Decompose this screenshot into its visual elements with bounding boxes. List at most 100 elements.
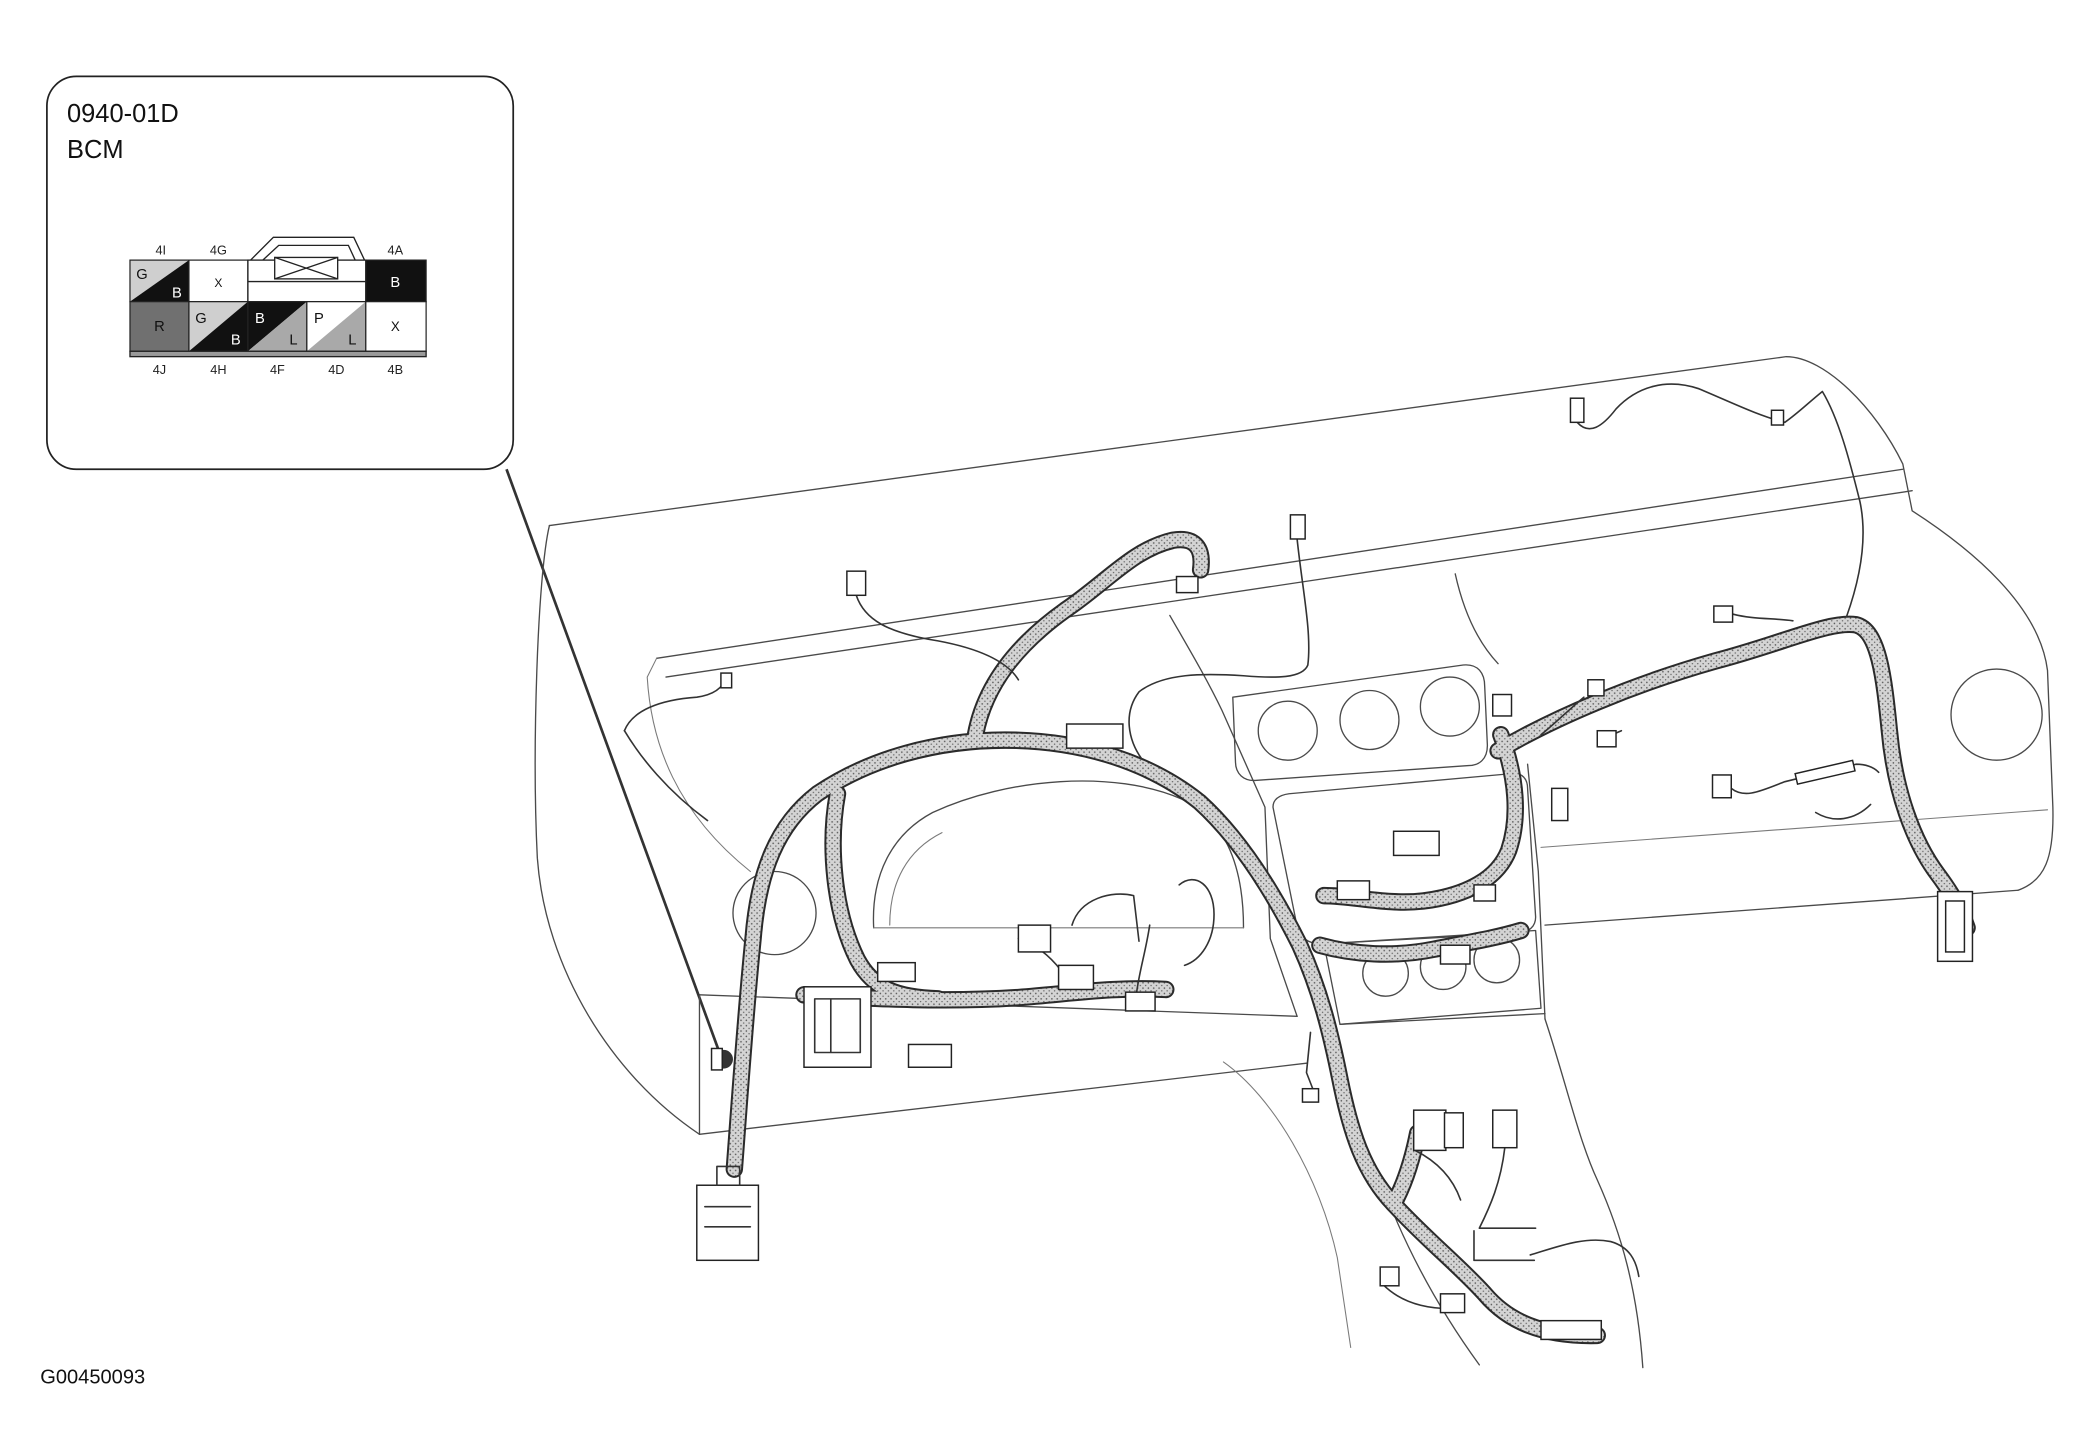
harness-upper-loop bbox=[976, 540, 1202, 735]
connector-detail bbox=[704, 1165, 752, 1228]
wire-color-label: L bbox=[289, 333, 297, 349]
cavity-fill bbox=[365, 260, 427, 302]
figure-id: G00450093 bbox=[40, 1367, 145, 1389]
harness-connector bbox=[720, 672, 733, 689]
dash-defroster-edge-lower bbox=[665, 490, 1913, 678]
connector-detail bbox=[813, 998, 862, 1054]
pin-label-4J: 4J bbox=[153, 362, 166, 377]
harness-center-stack bbox=[1324, 735, 1515, 902]
center-vent-right bbox=[1419, 676, 1481, 737]
center-stack-right-lower bbox=[1526, 763, 1546, 1020]
component-name: BCM bbox=[67, 136, 124, 164]
wire-color-label: X bbox=[391, 319, 400, 334]
harness-connector bbox=[1540, 1319, 1603, 1341]
pigtail-wire bbox=[1478, 1146, 1537, 1229]
pigtail-wire bbox=[855, 594, 1020, 681]
pigtail-wire bbox=[1135, 924, 1151, 996]
pin-label-4F: 4F bbox=[270, 362, 285, 377]
wire-color-label: G bbox=[195, 311, 206, 327]
dash-top-rear-edge bbox=[548, 355, 2054, 891]
harness-connector bbox=[1713, 605, 1734, 623]
cavity-4F: B L bbox=[247, 301, 308, 352]
cavity-4I: G B bbox=[129, 259, 190, 303]
harness-connector bbox=[1057, 964, 1095, 991]
harness-connectors bbox=[696, 397, 1974, 1341]
harness-connector bbox=[696, 1184, 760, 1262]
wire-color-label: X bbox=[214, 276, 222, 290]
connector-base-strip bbox=[129, 350, 427, 358]
wire-color-label: G bbox=[136, 267, 147, 283]
harness-connector bbox=[1550, 787, 1569, 822]
pigtail-wire bbox=[1814, 803, 1872, 820]
cavity-4A: B bbox=[365, 259, 427, 303]
connector-callout: 0940-01D BCM 4I 4G 4A G B X bbox=[46, 75, 515, 471]
pigtail-wire bbox=[1473, 1230, 1536, 1262]
harness-connector bbox=[846, 570, 867, 597]
harness-connector bbox=[1175, 575, 1199, 594]
harness-pigtails bbox=[623, 383, 1880, 1310]
harness-connector bbox=[1379, 1266, 1400, 1287]
wire-stripe-tracer bbox=[306, 301, 366, 352]
wire-color-label: B bbox=[255, 311, 265, 327]
harness-body bbox=[734, 540, 1967, 1336]
wire-stripe-primary bbox=[129, 260, 189, 302]
pin-label-4A: 4A bbox=[388, 243, 404, 258]
cavity-4D: P L bbox=[306, 301, 367, 352]
harness-connector bbox=[1439, 1293, 1466, 1314]
radio-opening bbox=[1272, 772, 1537, 945]
pigtail-wire bbox=[1529, 1239, 1640, 1278]
wire-color-label: R bbox=[154, 319, 165, 335]
pin-label-4H: 4H bbox=[210, 362, 226, 377]
wire-color-label: B bbox=[231, 333, 241, 349]
right-side-vent bbox=[1950, 668, 2043, 761]
pigtail-wire bbox=[1540, 696, 1585, 736]
dash-left-inner-edge bbox=[646, 657, 751, 873]
harness-connector bbox=[1492, 693, 1513, 717]
harness-connector bbox=[1392, 830, 1440, 857]
harness-passenger-branch bbox=[1498, 624, 1967, 927]
glovebox-top-edge bbox=[1540, 809, 2049, 848]
wire-color-label: P bbox=[314, 311, 324, 327]
harness-connector bbox=[1124, 991, 1156, 1012]
harness-connector bbox=[1412, 1109, 1447, 1152]
harness-connector bbox=[1944, 900, 1966, 953]
dash-left-end bbox=[534, 524, 701, 1135]
harness-connector bbox=[1711, 774, 1733, 799]
harness-connector bbox=[876, 961, 916, 983]
dash-driver-face-bottom bbox=[698, 1062, 1308, 1135]
instrument-cluster-inner bbox=[889, 832, 943, 926]
harness-connector bbox=[1289, 514, 1306, 540]
pin-label-4D: 4D bbox=[328, 362, 344, 377]
center-vent-panel bbox=[1232, 664, 1489, 782]
harness-connector bbox=[1596, 729, 1617, 748]
harness-outline bbox=[734, 540, 1967, 1336]
inline-sleeve bbox=[1794, 759, 1856, 786]
pin-label-4I: 4I bbox=[155, 243, 166, 258]
harness-connector bbox=[1473, 884, 1497, 902]
cavity-4B: X bbox=[365, 301, 427, 352]
pigtail-wire bbox=[623, 676, 728, 732]
pin-label-4G: 4G bbox=[210, 243, 227, 258]
harness-connector bbox=[1443, 1112, 1465, 1149]
pigtail-wire bbox=[1414, 1149, 1462, 1201]
harness-connector bbox=[1492, 1109, 1518, 1149]
pigtail-wire bbox=[623, 729, 709, 822]
connector-center-key bbox=[247, 256, 367, 303]
cavity-fill bbox=[188, 260, 248, 302]
harness-connector bbox=[1065, 723, 1124, 749]
pigtail-wire bbox=[1731, 613, 1794, 622]
pigtail-wire bbox=[1128, 538, 1310, 760]
floor-tunnel-curve bbox=[1222, 1061, 1352, 1349]
cavity-4G: X bbox=[188, 259, 249, 303]
center-vent-left bbox=[1257, 700, 1318, 761]
center-stack-right-upper bbox=[1454, 573, 1499, 665]
dash-defroster-edge bbox=[655, 468, 1904, 659]
cavity-4J: R bbox=[129, 301, 190, 352]
callout-leader-line bbox=[505, 468, 723, 1057]
wire-color-label: B bbox=[172, 286, 182, 302]
harness-connector bbox=[1017, 924, 1052, 953]
connector-latch-inner bbox=[259, 244, 358, 264]
harness-upper-loop bbox=[976, 540, 1202, 735]
harness-connector bbox=[1301, 1087, 1320, 1103]
